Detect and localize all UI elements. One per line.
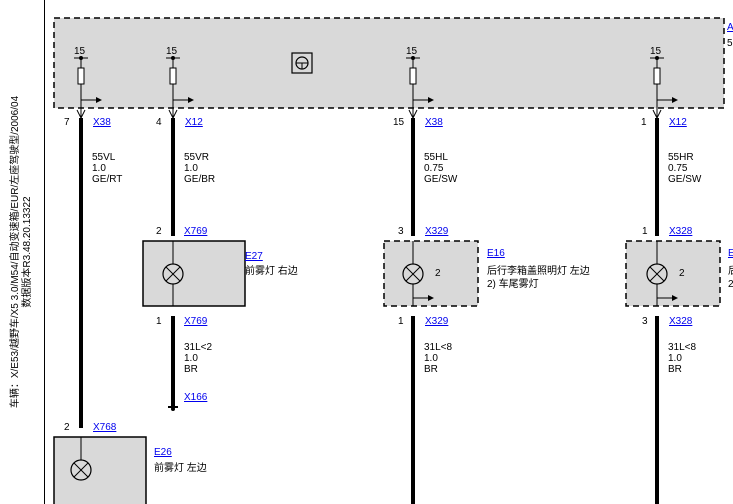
wire-spec-55hl: 55HL 0.75 GE/SW [424,152,457,185]
wire-size: 1.0 [668,353,682,364]
module-edge-label-2: 5 [727,38,733,49]
module-edge-label-1[interactable]: A [727,22,733,33]
e16-description-1: 后行李箱盖照明灯 左边 [487,266,590,277]
connector-x768[interactable]: X768 [93,422,117,433]
e27-pin-out: 1 [156,316,162,327]
e-right-pin-out: 3 [642,316,648,327]
connector-x329-in[interactable]: X329 [425,226,449,237]
connector-x12-left[interactable]: X12 [185,117,203,128]
module-symbol-icon [291,52,313,74]
fuse-3-pin: 15 [393,117,405,128]
wire-spec-31l-8-left: 31L<8 1.0 BR [424,342,452,375]
connector-x769-in[interactable]: X769 [184,226,208,237]
e16-id[interactable]: E16 [487,248,505,259]
connector-x166[interactable]: X166 [184,392,208,403]
fuse-4 [650,56,678,119]
wire-color: GE/SW [424,174,458,185]
fuse-2-pin: 4 [156,117,162,128]
fuse-1-pin: 7 [64,117,70,128]
wire-size: 0.75 [424,163,444,174]
wire-name: 55HR [668,152,694,163]
wire-spec-31l-8-right: 31L<8 1.0 BR [668,342,696,375]
connector-x329-out[interactable]: X329 [425,316,449,327]
wire-name: 55HL [424,152,448,163]
fuse-1 [74,56,102,119]
wire-size: 1.0 [424,353,438,364]
connector-x38-left[interactable]: X38 [93,117,111,128]
sidebar: 车辆：X/E53/越野车/X5 3.0/M54/自动变速箱/EUR/左座驾驶型/… [0,0,45,504]
e27-lamp-icon [162,241,184,306]
wire-name: 31L<8 [668,342,697,353]
e26-lamp-icon [70,437,92,481]
fuse-4-pin: 1 [641,117,647,128]
connector-x328-out[interactable]: X328 [669,316,693,327]
e16-pin-out: 1 [398,316,404,327]
connector-x328-in[interactable]: X328 [669,226,693,237]
e27-description: 前雾灯 右边 [245,266,298,277]
control-module-box [53,17,725,109]
e27-id[interactable]: E27 [245,251,263,262]
e-right-lamp-icon [646,241,678,306]
e-right-id[interactable]: E [728,248,733,259]
fuse-2 [166,56,194,119]
wire-size: 1.0 [92,163,106,174]
connector-x12-right[interactable]: X12 [669,117,687,128]
wire-color: GE/BR [184,174,216,185]
wire-size: 0.75 [668,163,688,174]
wire-color: BR [424,364,438,375]
e-right-pin-in: 1 [642,226,648,237]
ground-terminal-icon [168,406,178,411]
wire-name: 31L<2 [184,342,213,353]
e16-pin-in: 3 [398,226,404,237]
wire-color: BR [668,364,682,375]
e-right-description-2: 2 [728,279,733,290]
fuse-3 [406,56,434,119]
e26-box [53,436,147,504]
connector-x769-out[interactable]: X769 [184,316,208,327]
connector-x38-right[interactable]: X38 [425,117,443,128]
wire-size: 1.0 [184,163,198,174]
fuse-3-label: 15 [406,46,418,57]
wire-spec-55vl: 55VL 1.0 GE/RT [92,152,122,185]
wire-spec-55hr: 55HR 0.75 GE/SW [668,152,701,185]
wire-name: 55VL [92,152,116,163]
wire-color: GE/RT [92,174,123,185]
e26-description: 前雾灯 左边 [154,463,207,474]
fuse-2-label: 15 [166,46,178,57]
e16-lamp-icon [402,241,434,306]
wire-color: GE/SW [668,174,702,185]
wire-name: 31L<8 [424,342,453,353]
wire-size: 1.0 [184,353,198,364]
fuse-4-label: 15 [650,46,662,57]
fuse-1-label: 15 [74,46,86,57]
e27-box [142,240,246,307]
e-right-box [625,240,721,307]
e26-id[interactable]: E26 [154,447,172,458]
wire-spec-31l-2: 31L<2 1.0 BR [184,342,212,375]
wire-spec-55vr: 55VR 1.0 GE/BR [184,152,215,185]
wire-name: 55VR [184,152,210,163]
e16-inner-label: 2 [435,268,441,279]
e16-box [383,240,479,307]
wire-color: BR [184,364,198,375]
e16-description-2: 2) 车尾雾灯 [487,279,539,290]
e26-pin-in: 2 [64,422,70,433]
e27-pin-in: 2 [156,226,162,237]
e-right-description-1: 后 [728,266,733,277]
e-right-inner-label: 2 [679,268,685,279]
